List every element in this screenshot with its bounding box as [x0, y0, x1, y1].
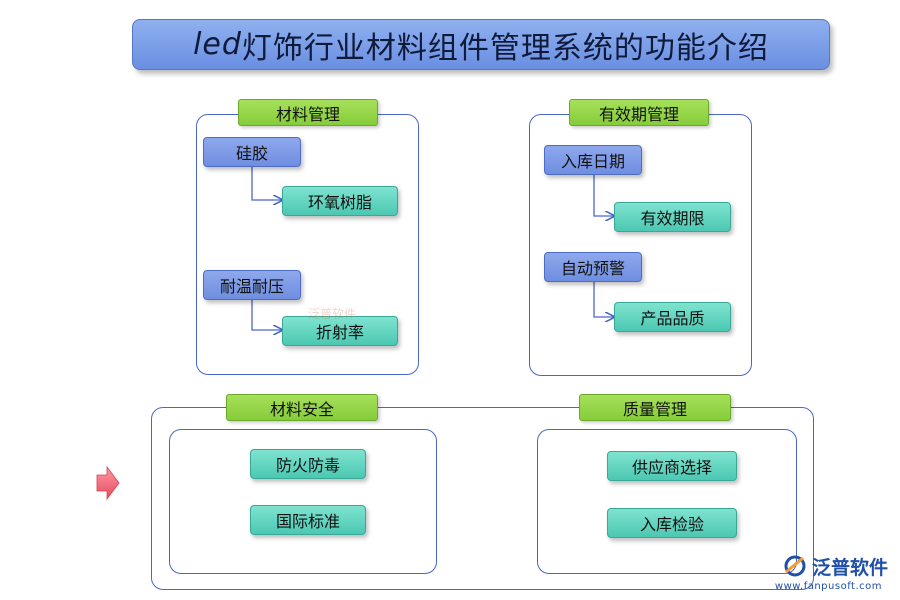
- material-mgmt-label: 材料管理: [238, 99, 378, 126]
- material-item-heat-pressure: 耐温耐压: [203, 270, 301, 300]
- brand-logo: 泛普软件: [783, 551, 888, 581]
- safety-item-intl-standard: 国际标准: [250, 505, 366, 535]
- expiry-item-product-quality: 产品品质: [614, 302, 731, 332]
- safety-item-fire-toxic: 防火防毒: [250, 449, 366, 479]
- expiry-item-validity: 有效期限: [614, 202, 731, 232]
- watermark-text: 泛普软件: [308, 307, 357, 321]
- logo-name: 泛普软件: [811, 556, 888, 579]
- expiry-item-auto-warning: 自动预警: [544, 252, 642, 282]
- expiry-mgmt-label: 有效期管理: [569, 99, 709, 126]
- title-text: 灯饰行业材料组件管理系统的功能介绍: [241, 30, 769, 66]
- quality-mgmt-label: 质量管理: [579, 394, 731, 421]
- material-item-refractive-index: 折射率: [282, 316, 398, 346]
- material-item-silicone: 硅胶: [203, 137, 301, 167]
- arrow-right-icon: [96, 465, 120, 501]
- quality-item-supplier: 供应商选择: [607, 451, 737, 481]
- title-prefix: led: [193, 27, 242, 62]
- quality-item-inspection: 入库检验: [607, 508, 737, 538]
- expiry-item-stock-date: 入库日期: [544, 145, 642, 175]
- fanpu-logo-icon: [784, 555, 806, 577]
- logo-url: www.fanpusoft.com: [774, 581, 882, 592]
- material-safety-label: 材料安全: [226, 394, 378, 421]
- material-item-epoxy: 环氧树脂: [282, 186, 398, 216]
